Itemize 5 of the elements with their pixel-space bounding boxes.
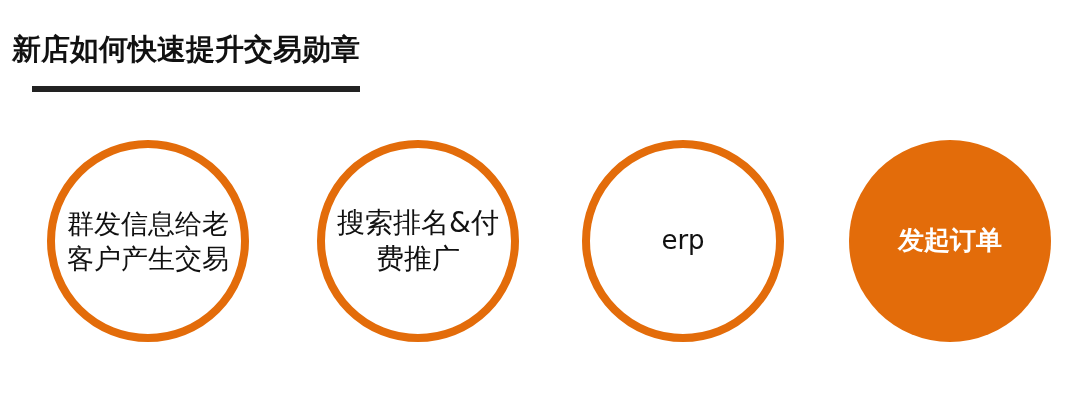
circle-label: erp	[660, 224, 706, 258]
circle-label: 发起订单	[896, 224, 1003, 258]
circle-label: 搜索排名&付费推广	[336, 204, 500, 277]
title: 新店如何快速提升交易勋章	[12, 31, 360, 68]
circle-label: 群发信息给老客户产生交易	[66, 206, 230, 276]
